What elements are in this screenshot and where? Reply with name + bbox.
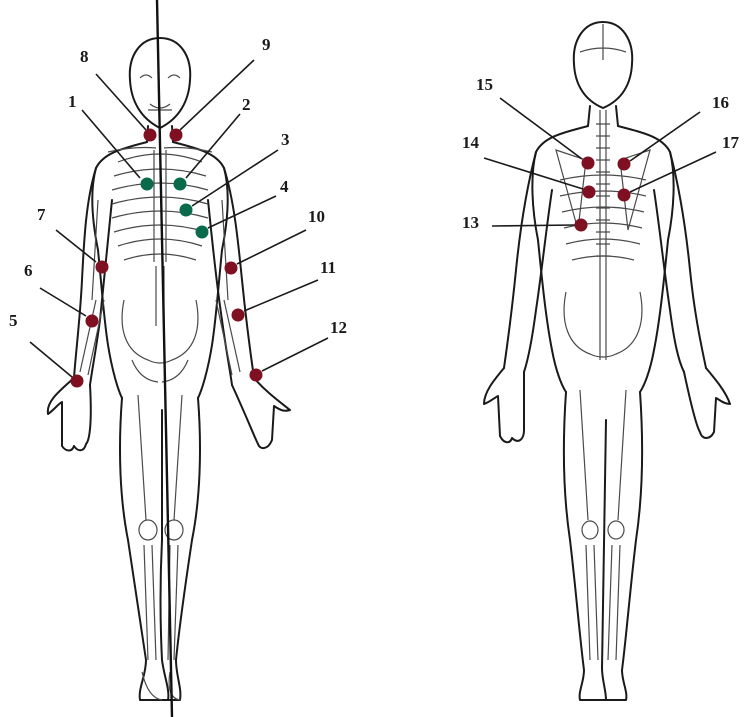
point-7: 7 — [37, 205, 109, 274]
back-figure — [484, 22, 730, 700]
point-label-3: 3 — [281, 130, 290, 149]
point-label-6: 6 — [24, 261, 33, 280]
point-1: 1 — [68, 92, 154, 191]
leader-line-1 — [82, 110, 140, 178]
point-label-13: 13 — [462, 213, 479, 232]
point-label-12: 12 — [330, 318, 347, 337]
red-point-marker-11 — [232, 309, 245, 322]
point-14: 14 — [462, 133, 596, 199]
red-point-marker-15 — [582, 157, 595, 170]
point-label-17: 17 — [722, 133, 740, 152]
point-label-1: 1 — [68, 92, 77, 111]
red-point-marker-16 — [618, 158, 631, 171]
point-5: 5 — [9, 311, 84, 388]
leader-line-13 — [492, 225, 575, 226]
point-label-5: 5 — [9, 311, 18, 330]
point-13: 13 — [462, 213, 588, 232]
red-point-marker-6 — [86, 315, 99, 328]
point-label-2: 2 — [242, 95, 251, 114]
leader-line-2 — [186, 114, 240, 178]
red-point-marker-7 — [96, 261, 109, 274]
leader-line-7 — [56, 230, 96, 262]
green-point-marker-4 — [196, 226, 209, 239]
leader-line-10 — [237, 230, 306, 264]
point-label-11: 11 — [320, 258, 336, 277]
red-point-marker-8 — [144, 129, 157, 142]
point-label-10: 10 — [308, 207, 325, 226]
leader-line-5 — [30, 342, 72, 377]
red-point-marker-9 — [170, 129, 183, 142]
leader-line-4 — [208, 196, 276, 228]
leader-line-15 — [500, 98, 582, 159]
green-point-marker-1 — [141, 178, 154, 191]
leader-line-12 — [262, 338, 328, 371]
green-point-marker-2 — [174, 178, 187, 191]
leader-line-3 — [192, 150, 278, 206]
front-figure — [48, 0, 290, 717]
red-point-marker-5 — [71, 375, 84, 388]
point-label-9: 9 — [262, 35, 271, 54]
red-point-marker-12 — [250, 369, 263, 382]
green-point-marker-3 — [180, 204, 193, 217]
red-point-marker-17 — [618, 189, 631, 202]
red-point-marker-14 — [583, 186, 596, 199]
point-16: 16 — [618, 93, 730, 171]
red-point-marker-13 — [575, 219, 588, 232]
leader-line-11 — [244, 280, 318, 311]
point-label-15: 15 — [476, 75, 493, 94]
point-label-4: 4 — [280, 177, 289, 196]
point-11: 11 — [232, 258, 337, 322]
point-8: 8 — [80, 47, 157, 142]
point-label-14: 14 — [462, 133, 480, 152]
point-label-16: 16 — [712, 93, 729, 112]
point-label-7: 7 — [37, 205, 46, 224]
leader-line-6 — [40, 288, 86, 316]
point-label-8: 8 — [80, 47, 89, 66]
red-point-marker-10 — [225, 262, 238, 275]
leader-line-16 — [630, 112, 700, 161]
point-12: 12 — [250, 318, 348, 382]
leader-line-8 — [96, 74, 146, 130]
point-6: 6 — [24, 261, 99, 328]
